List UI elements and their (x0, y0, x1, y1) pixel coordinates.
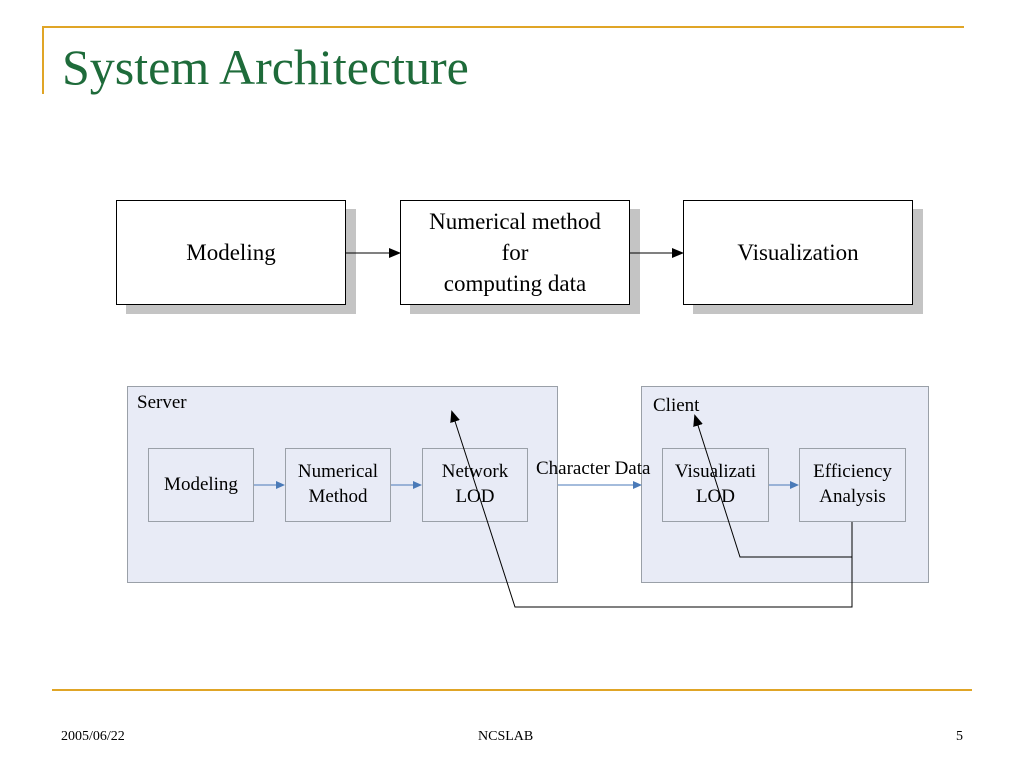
modeling-box-label: Modeling (186, 239, 276, 265)
server-network-lod-box: Network LOD (422, 448, 528, 522)
client-visualization-lod-box: Visualizati LOD (662, 448, 769, 522)
modeling-box: Modeling (116, 200, 346, 305)
client-efficiency-analysis-box: Efficiency Analysis (799, 448, 906, 522)
page-number: 5 (956, 729, 963, 744)
bottom-accent-line (52, 689, 972, 691)
footer-org: NCSLAB (478, 729, 534, 744)
slide-title: System Architecture (62, 39, 469, 95)
client-label: Client (653, 395, 700, 416)
top-accent-line (42, 26, 964, 28)
numerical-method-box-label: Numerical method for computing data (429, 208, 601, 297)
server-network-lod-label: Network LOD (441, 461, 509, 507)
client-visualization-lod-label: Visualizati LOD (674, 461, 757, 507)
visualization-box-label: Visualization (737, 239, 859, 265)
numerical-method-box: Numerical method for computing data (400, 200, 630, 305)
visualization-box: Visualization (683, 200, 913, 305)
character-data-label: Character Data (536, 458, 651, 479)
server-modeling-label: Modeling (164, 473, 238, 495)
efficiency-to-server-feedback-arrow (450, 410, 853, 608)
server-numerical-method-label: Numerical Method (297, 461, 379, 507)
server-numerical-method-box: Numerical Method (285, 448, 391, 522)
client-efficiency-analysis-label: Efficiency Analysis (813, 461, 892, 507)
footer-date: 2005/06/22 (61, 729, 125, 744)
server-modeling-box: Modeling (148, 448, 254, 522)
left-accent-line (42, 26, 44, 94)
efficiency-to-client-feedback-arrow (693, 414, 853, 558)
server-label: Server (137, 392, 187, 413)
